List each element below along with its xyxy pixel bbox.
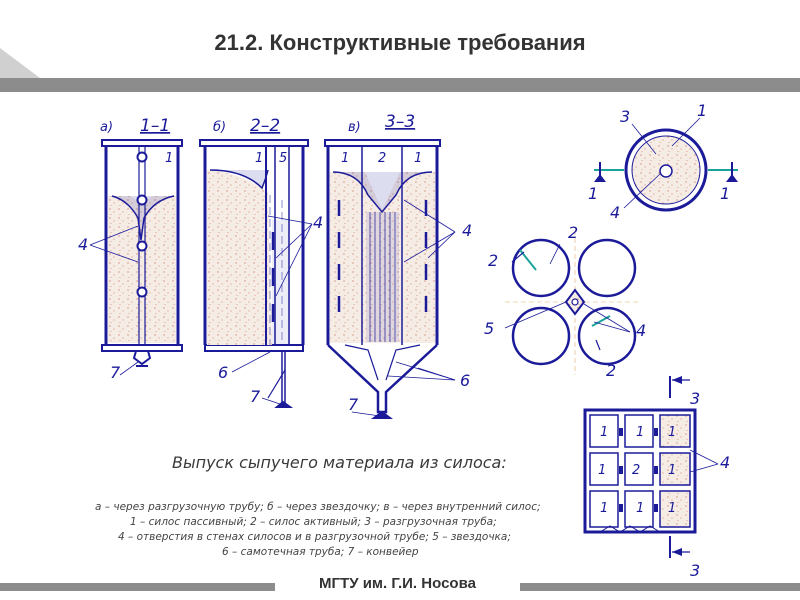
section-label-2-2: 2–2 [250,116,280,136]
grid-label-1h: 1 [668,501,676,516]
label-7-silo-a: 7 [110,363,121,382]
grid-label-1b: 1 [636,425,644,440]
grid-label-1d: 1 [598,463,606,478]
silo-b [199,139,313,408]
cut-label-1-right: 1 [720,184,730,203]
label-3-plan-a: 3 [620,107,630,126]
header-band [0,78,800,92]
plan-single-silo [594,117,738,212]
view-label-a: а) [100,120,113,135]
silo-a-top-slab [101,139,183,147]
legend-line-3: 4 – отверстия в стенах силосов и в разгр… [118,531,511,543]
footer-band-left [0,583,275,591]
label-1-silo-c-left: 1 [341,151,349,166]
label-4-plan-c: 4 [720,453,730,472]
cut-label-3-top: 3 [690,389,700,408]
label-2-silo-c: 2 [378,151,386,166]
silo-b-top-slab [199,139,309,147]
label-4-silo-c: 4 [462,221,472,240]
label-4-silo-b: 4 [313,213,323,232]
label-1-plan-a: 1 [697,101,707,120]
page-title: 21.2. Конструктивные требования [214,30,586,55]
label-1-silo-a: 1 [165,151,173,166]
section-label-1-1: 1–1 [140,116,170,136]
label-7-silo-c: 7 [348,395,359,414]
label-1-silo-c-right: 1 [414,151,422,166]
label-1-silo-b: 1 [255,151,263,166]
legend-line-2: 1 – силос пассивный; 2 – силос активный;… [130,516,497,528]
caption-title: Выпуск сыпучего материала из силоса: [172,453,507,472]
legend-line-4: 6 – самотечная труба; 7 – конвейер [222,546,419,558]
grid-label-1g: 1 [636,501,644,516]
grid-label-1f: 1 [600,501,608,516]
silo-b-bottom-slab [204,344,304,352]
label-5-silo-b: 5 [279,151,287,166]
grid-label-2: 2 [632,463,640,478]
silo-a [89,139,183,376]
cut-label-3-bottom: 3 [690,561,700,580]
footer-band-right [520,583,800,591]
view-label-v: в) [348,120,361,135]
section-label-3-3: 3–3 [385,112,415,132]
label-4-plan-a: 4 [610,203,620,222]
footer-text: МГТУ им. Г.И. Носова [319,575,476,592]
grid-label-1e: 1 [668,463,676,478]
view-label-b: б) [213,120,226,135]
plan-grid [583,376,719,558]
grid-label-1c: 1 [668,425,676,440]
cut-label-2-bottom: 2 [606,361,616,380]
cut-label-1-left: 1 [588,184,598,203]
label-4-silo-a: 4 [78,235,88,254]
silo-c-top-slab [324,139,441,147]
label-6-silo-b: 6 [218,363,228,382]
silo-c [324,139,456,419]
label-4-plan-b: 4 [636,321,646,340]
legend-line-1: а – через разгрузочную трубу; б – через … [95,501,541,513]
cut-label-2-top: 2 [488,251,498,270]
label-5-plan-b: 5 [484,319,494,338]
plan-star [504,230,640,375]
label-7-silo-b: 7 [250,387,261,406]
grid-label-1a: 1 [600,425,608,440]
label-6-silo-c: 6 [460,371,470,390]
label-2-plan-b: 2 [568,223,578,242]
